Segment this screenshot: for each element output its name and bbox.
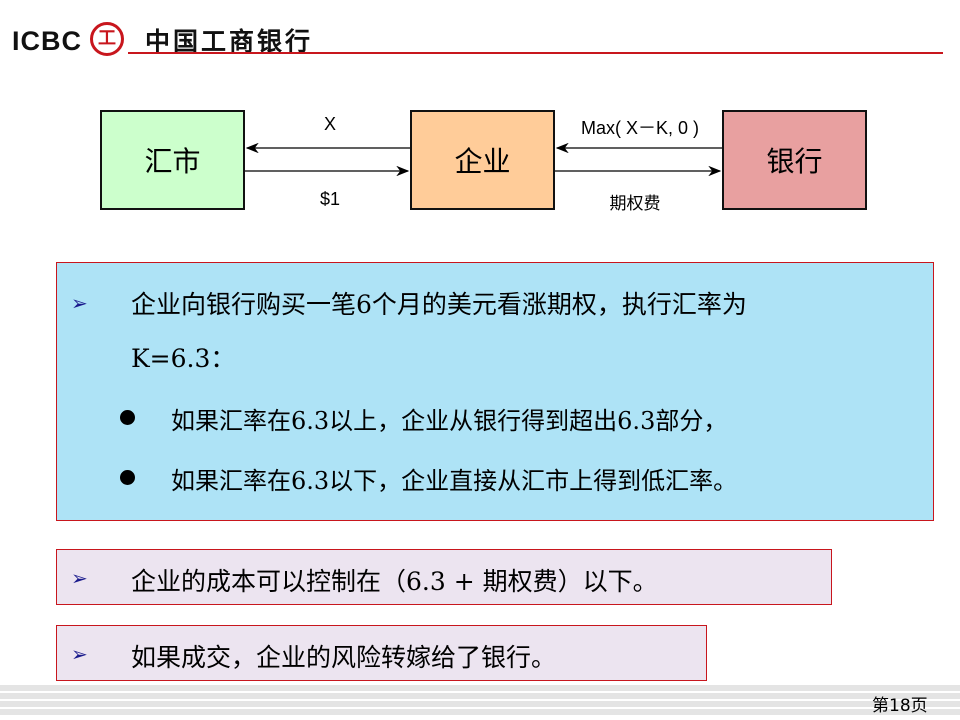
arrow-bullet-icon: ➢: [71, 642, 88, 666]
page-number: 第18页: [872, 696, 928, 716]
footer-stripe: [0, 693, 960, 699]
company-box: 企业: [410, 110, 555, 210]
logo-text: ICBC: [12, 26, 82, 56]
label-dollar: $1: [319, 189, 341, 209]
bullet-dot-icon: [120, 410, 135, 425]
panel-text: 如果成交，企业的风险转嫁给了银行。: [131, 643, 557, 672]
footer-stripe: [0, 701, 960, 707]
risk-panel: ➢ 如果成交，企业的风险转嫁给了银行。: [56, 625, 707, 681]
sub-item: 如果汇率在6.3以上，企业从银行得到超出6.3部分，: [171, 407, 728, 435]
sub-item: 如果汇率在6.3以下，企业直接从汇市上得到低汇率。: [171, 467, 738, 495]
footer-stripe: [0, 709, 960, 715]
arrow-bullet-icon: ➢: [71, 566, 88, 590]
fx-market-box: 汇市: [100, 110, 245, 210]
bullet-dot-icon: [120, 470, 135, 485]
footer-stripe: [0, 685, 960, 691]
panel-text: 企业的成本可以控制在（6.3 + 期权费）以下。: [131, 567, 658, 596]
panel-text: 企业向银行购买一笔6个月的美元看涨期权，执行汇率为: [131, 290, 747, 319]
label-x: X: [323, 114, 336, 134]
option-description-panel: ➢ 企业向银行购买一笔6个月的美元看涨期权，执行汇率为 K=6.3： 如果汇率在…: [56, 262, 934, 521]
label-payoff: Max( X－K, 0 ): [580, 118, 700, 138]
panel-text-cont: K=6.3：: [131, 344, 236, 373]
bank-box: 银行: [722, 110, 867, 210]
label-premium: 期权费: [609, 194, 661, 214]
header-divider: [128, 52, 943, 54]
cost-panel: ➢ 企业的成本可以控制在（6.3 + 期权费）以下。: [56, 549, 832, 605]
icbc-logo-icon: 工: [90, 22, 124, 56]
bank-name: 中国工商银行: [145, 27, 314, 56]
arrow-bullet-icon: ➢: [71, 291, 88, 315]
